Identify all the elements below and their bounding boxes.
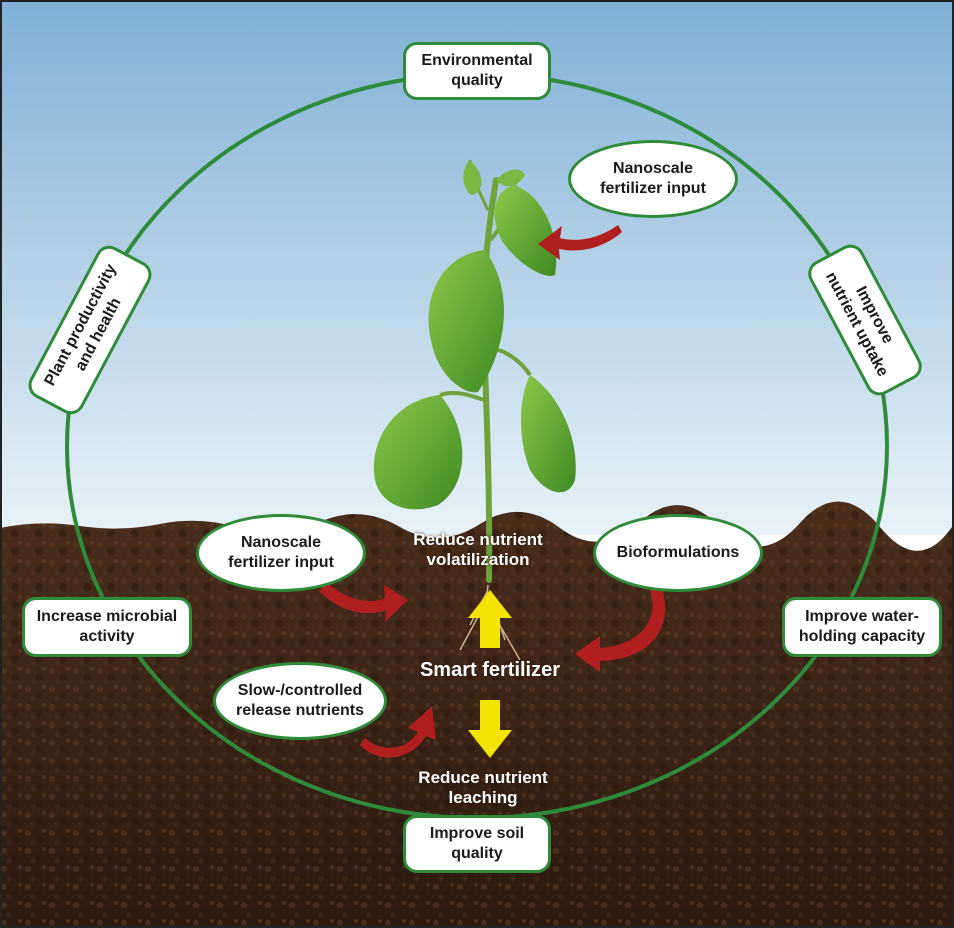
arrow-down-leaching (468, 700, 512, 758)
label-increase-microbial-activity-text: Increase microbial activity (36, 608, 178, 645)
oval-slow-release-text: Slow-/controlled release nutrients (235, 682, 365, 719)
oval-slow-release: Slow-/controlled release nutrients (213, 662, 387, 740)
text-reduce-volatilization: Reduce nutrient volatilization (413, 530, 543, 570)
label-improve-soil-quality-text: Improve soil quality (429, 825, 525, 862)
text-reduce-leaching: Reduce nutrient leaching (418, 768, 548, 808)
label-improve-soil-quality: Improve soil quality (403, 815, 551, 873)
yellow-arrows (468, 590, 512, 758)
oval-nanoscale-top-text: Nanoscale fertilizer input (600, 160, 706, 197)
label-environmental-quality: Environmental quality (403, 42, 551, 100)
oval-nanoscale-top: Nanoscale fertilizer input (568, 140, 738, 218)
arrow-slow-release (360, 706, 436, 758)
soil-texture (0, 501, 954, 928)
oval-bioformulations-text: Bioformulations (616, 544, 740, 561)
oval-nanoscale-left-text: Nanoscale fertilizer input (228, 534, 334, 571)
red-arrows (320, 225, 666, 758)
arrow-nano-top (538, 225, 622, 260)
oval-nanoscale-left: Nanoscale fertilizer input (196, 514, 366, 592)
arrow-nano-left (320, 580, 408, 622)
label-improve-water-holding: Improve water-holding capacity (782, 597, 942, 657)
plant-illustration (373, 159, 576, 661)
label-improve-water-holding-text: Improve water-holding capacity (798, 608, 926, 645)
text-smart-fertilizer: Smart fertilizer (419, 659, 561, 681)
arrow-bioformulations (575, 588, 666, 672)
label-environmental-quality-text: Environmental quality (421, 52, 533, 89)
oval-bioformulations: Bioformulations (593, 514, 763, 592)
label-increase-microbial-activity: Increase microbial activity (22, 597, 192, 657)
arrow-up-volatilization (468, 590, 512, 648)
